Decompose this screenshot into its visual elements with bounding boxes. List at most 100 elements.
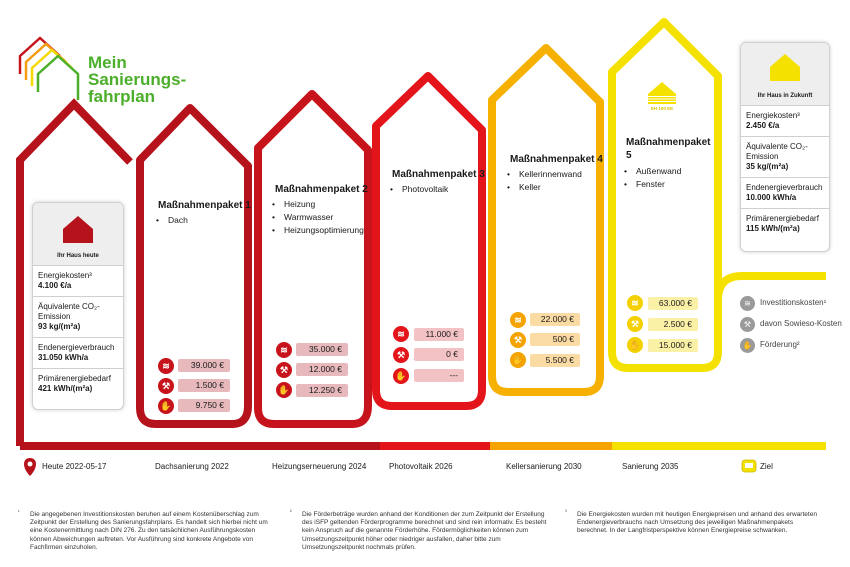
footnote-mark: ² (290, 509, 292, 515)
sowieso-icon: ⚒ (627, 316, 643, 332)
row-value: 35 kg/(m²a) (746, 162, 789, 171)
investment-icon: ≋ (627, 295, 643, 311)
package-5-title: Maßnahmenpaket 5 (626, 136, 710, 162)
package-2-title: Maßnahmenpaket 2 (275, 184, 368, 195)
house-today-icon (63, 216, 93, 243)
row-value: 115 kWh/(m²a) (746, 224, 800, 233)
legend-funding-icon: ✋ (740, 338, 755, 353)
package-2-items: Heizung Warmwasser Heizungsoptimierung (270, 198, 364, 237)
goal-flag-icon (741, 459, 757, 473)
package-1-sowieso: 1.500 € (178, 379, 230, 392)
timeline-step-5: Sanierung 2035 (622, 462, 679, 471)
package-3-items: Photovoltaik (388, 183, 448, 196)
row-label: Energiekosten³ (746, 111, 800, 120)
funding-icon: ✋ (393, 368, 409, 384)
package-5-title-line-2: 5 (626, 150, 632, 161)
house-outline-3 (372, 72, 486, 410)
package-5-funding: 15.000 € (648, 339, 698, 352)
efficiency-badge: EH 100 EE (650, 106, 674, 111)
package-3-funding: --- (414, 369, 464, 382)
package-3-sowieso: 0 € (414, 348, 464, 361)
timeline-step-2: Heizungserneuerung 2024 (272, 462, 367, 471)
legend-investment-icon: ≋ (740, 296, 755, 311)
footnote-text: Die angegebenen Investitionskosten beruh… (30, 511, 268, 551)
location-pin-icon (24, 458, 36, 476)
package-item: Photovoltaik (388, 183, 448, 196)
timeline-step-3: Photovoltaik 2026 (389, 462, 453, 471)
package-5-items: Außenwand Fenster (622, 165, 681, 191)
house-outline-2 (254, 90, 372, 428)
package-2-sowieso: 12.000 € (296, 363, 348, 376)
row-value: 2.450 €/a (746, 121, 780, 130)
house-future-header: Ihr Haus in Zukunft (741, 43, 829, 105)
package-3-title: Maßnahmenpaket 3 (392, 169, 485, 180)
row-value: 10.000 kWh/a (746, 193, 797, 202)
row-label: Äquivalente CO₂-Emission (38, 302, 100, 321)
package-item: Heizungsoptimierung (270, 224, 364, 237)
package-item: Kellerinnenwand (505, 168, 582, 181)
footnote-2: ² Die Förderbeträge wurden anhand der Ko… (290, 509, 550, 552)
sowieso-icon: ⚒ (393, 347, 409, 363)
legend-investment: Investitionskosten¹ (760, 298, 827, 307)
house-future-icon (770, 54, 800, 81)
logo-title-line-1: Mein (88, 53, 127, 72)
timeline-step-1: Dachsanierung 2022 (155, 462, 229, 471)
sowieso-icon: ⚒ (276, 362, 292, 378)
package-4-title: Maßnahmenpaket 4 (510, 154, 603, 165)
package-item: Warmwasser (270, 211, 364, 224)
logo-title-line-3: fahrplan (88, 87, 156, 106)
house-future-label: Ihr Haus in Zukunft (757, 93, 813, 99)
logo-icon (18, 36, 80, 100)
package-5-investment: 63.000 € (648, 297, 698, 310)
package-1-funding: 9.750 € (178, 399, 230, 412)
investment-icon: ≋ (510, 312, 526, 328)
package-4-items: Kellerinnenwand Keller (505, 168, 582, 194)
funding-icon: ✋ (158, 398, 174, 414)
house-outline-today (16, 98, 133, 446)
footnote-text: Die Förderbeträge wurden anhand der Kond… (302, 511, 547, 551)
footnote-mark: ³ (565, 509, 567, 515)
house-outline-4 (488, 44, 604, 396)
package-item: Außenwand (622, 165, 681, 178)
house-today-header: Ihr Haus heute (33, 203, 123, 265)
row-value: 421 kWh/(m²a) (38, 384, 93, 393)
funding-icon: ✋ (276, 382, 292, 398)
package-2-investment: 35.000 € (296, 343, 348, 356)
timeline-goal: Ziel (760, 462, 773, 471)
package-3-investment: 11.000 € (414, 328, 464, 341)
footnote-text: Die Energiekosten wurden mit heutigen En… (577, 511, 817, 535)
row-label: Endenergieverbrauch (38, 343, 115, 352)
package-1-investment: 39.000 € (178, 359, 230, 372)
footnote-mark: ¹ (18, 509, 20, 515)
package-4-investment: 22.000 € (530, 313, 580, 326)
row-label: Energiekosten³ (38, 271, 92, 280)
row-value: 31.050 kWh/a (38, 353, 89, 362)
house-outline-5 (608, 18, 722, 372)
logo-title: Mein Sanierungs- fahrplan (88, 54, 186, 105)
funding-icon: ✋ (627, 337, 643, 353)
goal-path (714, 272, 826, 301)
timeline-start: Heute 2022-05-17 (42, 462, 107, 471)
package-4-sowieso: 500 € (530, 333, 580, 346)
package-5-sowieso: 2.500 € (648, 318, 698, 331)
legend-funding: Förderung² (760, 340, 800, 349)
package-item: Heizung (270, 198, 364, 211)
package-5-title-line-1: Maßnahmenpaket (626, 137, 711, 148)
package-2-funding: 12.250 € (296, 384, 348, 397)
logo-title-line-2: Sanierungs- (88, 70, 187, 89)
row-label: Äquivalente CO₂-Emission (746, 142, 808, 161)
row-label: Endenergieverbrauch (746, 183, 823, 192)
package-1-items: Dach (154, 214, 188, 227)
house-outline-1 (136, 104, 252, 428)
